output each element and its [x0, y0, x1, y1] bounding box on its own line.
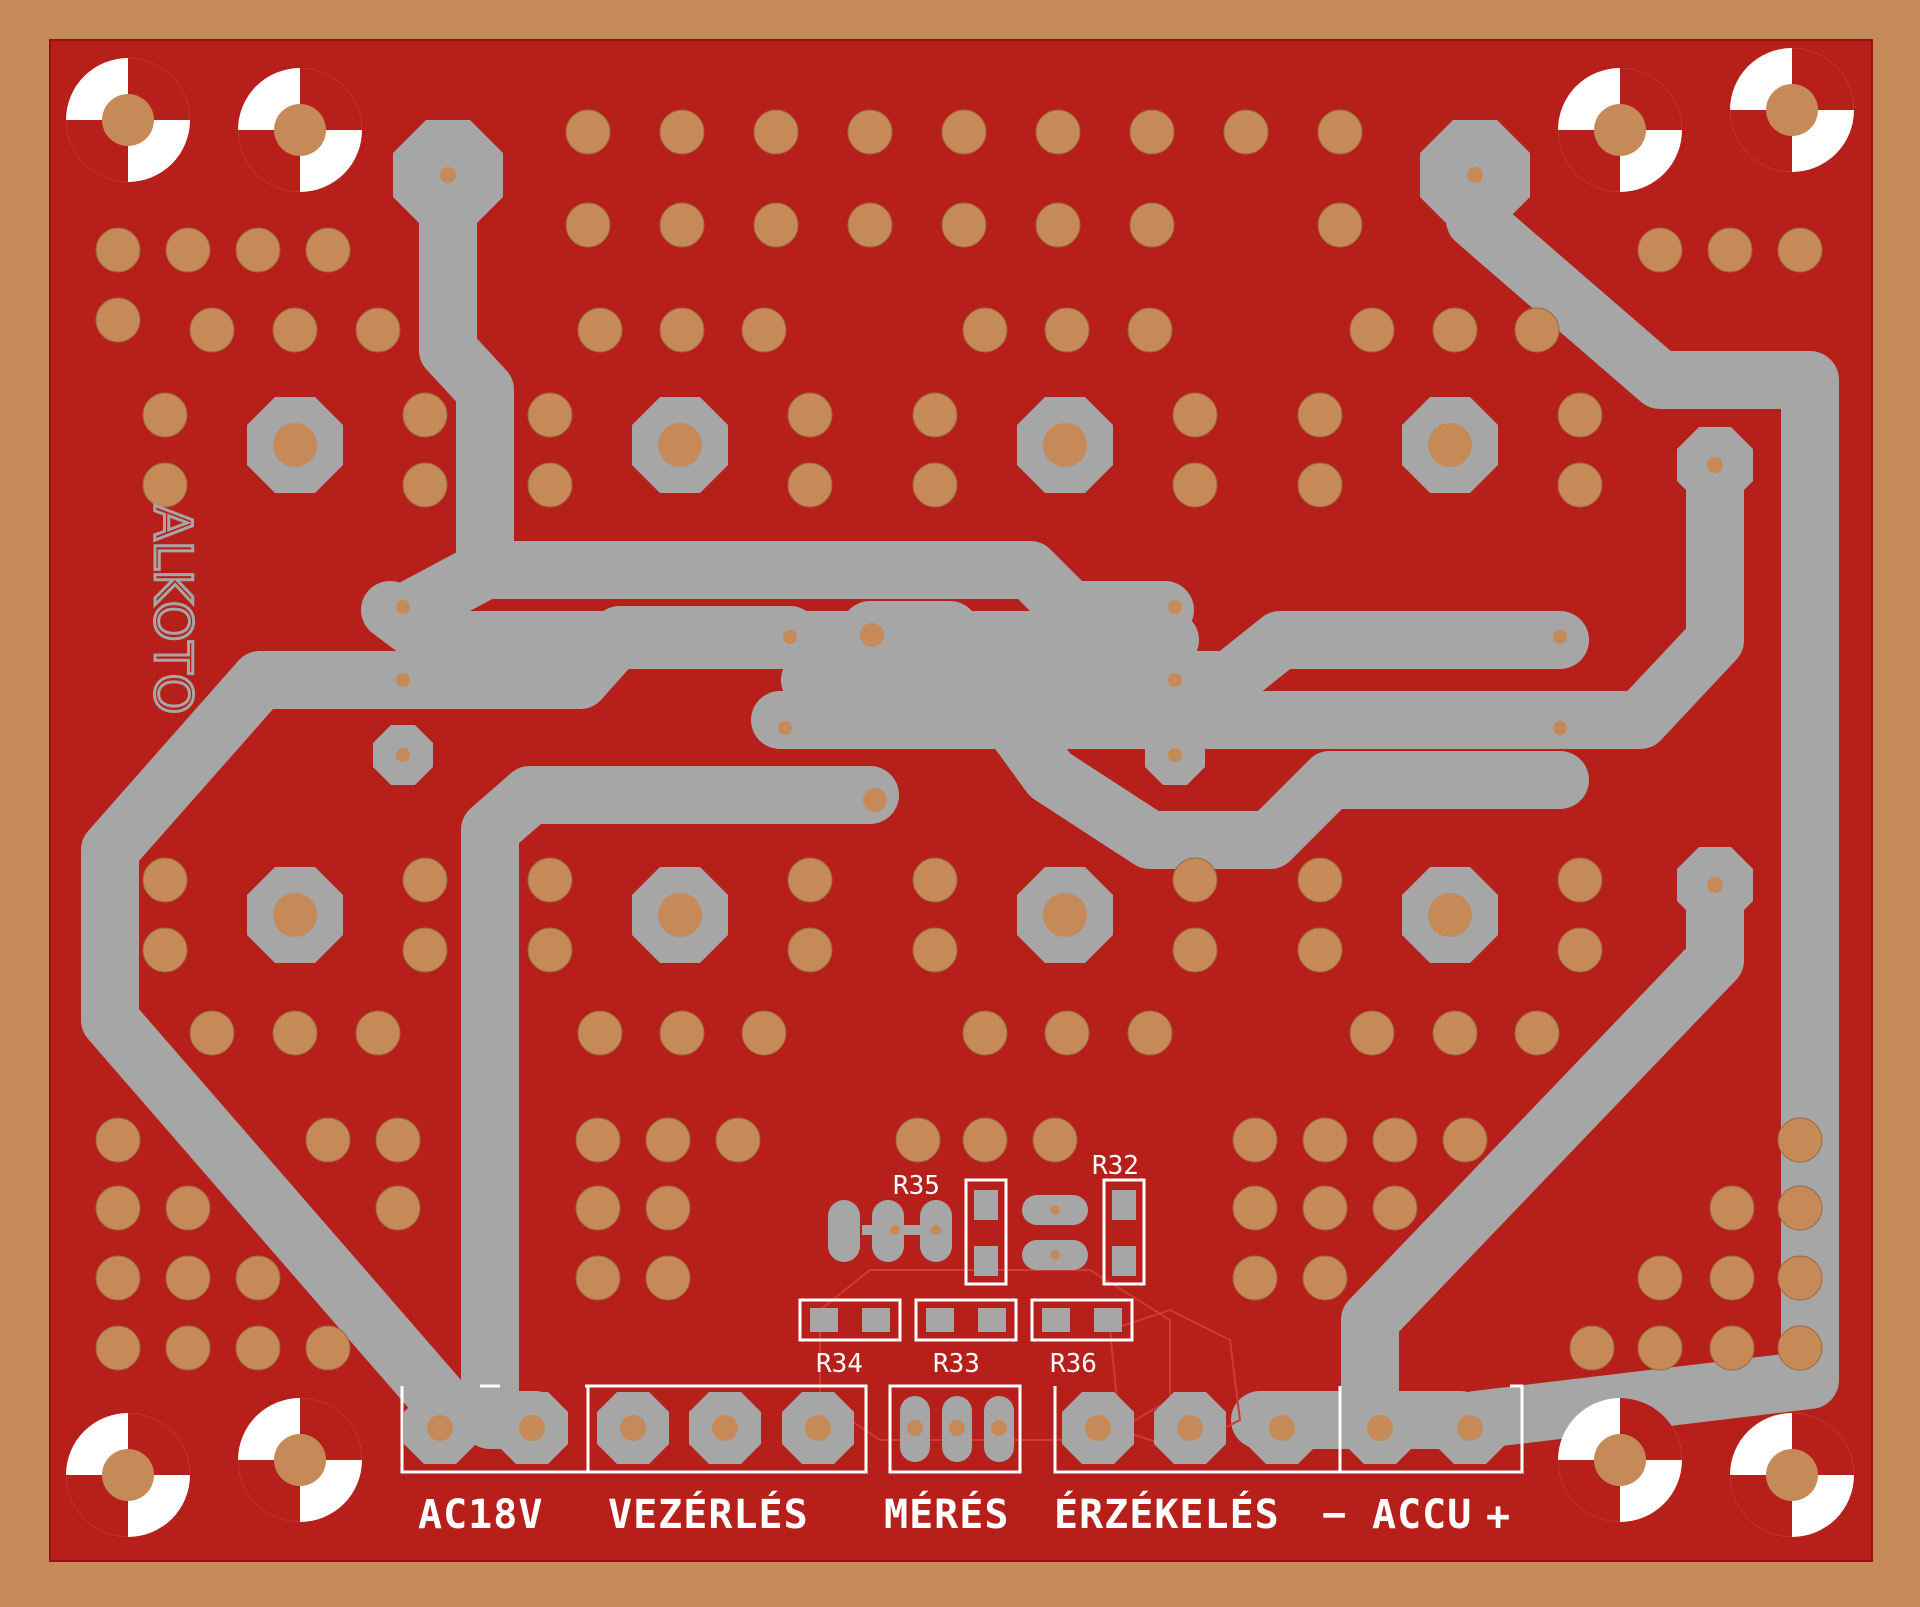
trace-vias [396, 600, 1567, 812]
label-vezerles: VEZÉRLÉS [608, 1490, 809, 1538]
copper-traces [81, 141, 1839, 1449]
resistor-labels: R35 R32 R34 R33 R36 [816, 1151, 1139, 1379]
mounting-holes [66, 48, 1854, 1537]
svg-text:ALKOTO: ALKOTO [142, 505, 202, 714]
connector-labels: AC18V VEZÉRLÉS MÉRÉS ÉRZÉKELÉS − ACCU + [418, 1490, 1511, 1540]
through-hole-pads [95, 109, 1823, 1371]
alkoto-logo: ALKOTO [141, 504, 204, 716]
connector-outlines [400, 1384, 1524, 1474]
label-r35: R35 [893, 1171, 940, 1201]
label-r36: R36 [1050, 1349, 1097, 1379]
smd-parts [798, 1178, 1146, 1342]
label-r33: R33 [933, 1349, 980, 1379]
label-accu: ACCU [1372, 1492, 1472, 1538]
label-r34: R34 [816, 1349, 863, 1379]
label-r32: R32 [1092, 1151, 1139, 1181]
connector-pads [404, 1392, 1506, 1464]
label-accu-minus: − [1322, 1492, 1347, 1538]
octagon-pads [247, 120, 1753, 963]
label-meres: MÉRÉS [884, 1490, 1009, 1538]
label-accu-plus: + [1486, 1494, 1511, 1540]
label-erzekeles: ÉRZÉKELÉS [1054, 1490, 1280, 1538]
label-ac18v: AC18V [418, 1492, 543, 1538]
